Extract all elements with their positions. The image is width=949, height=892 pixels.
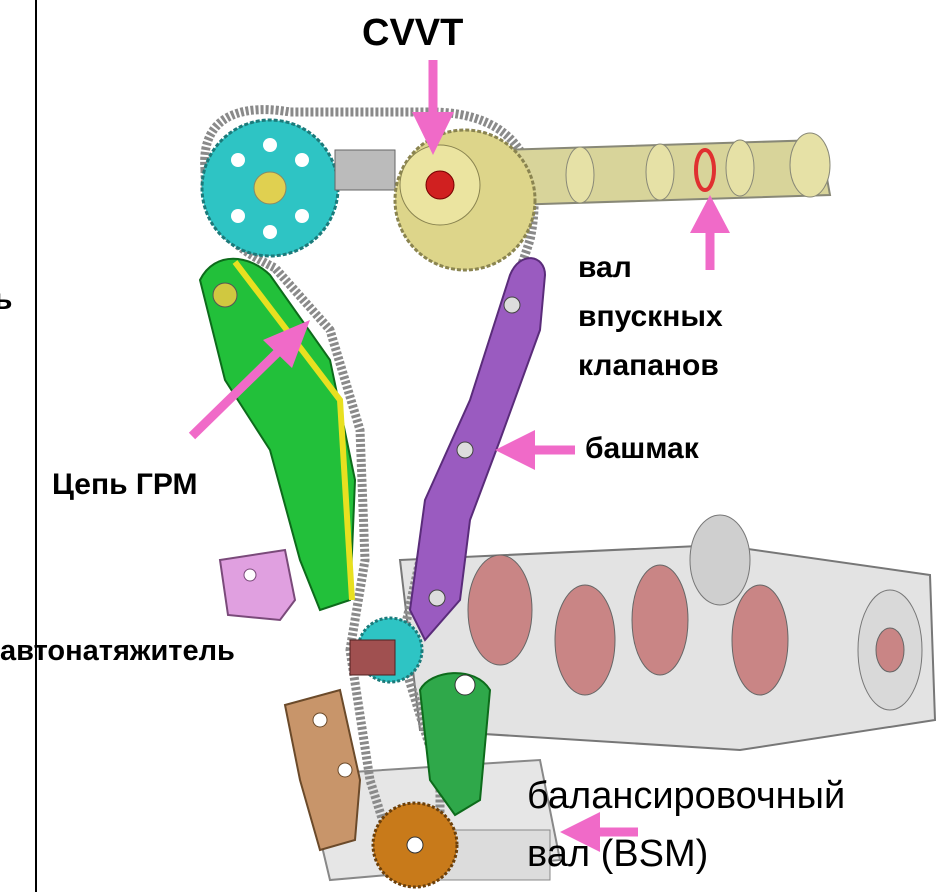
label-tensioner: автонатяжитель: [0, 637, 235, 666]
arrow-guide: [495, 430, 575, 470]
label-intake-shaft-line3: клапанов: [578, 351, 719, 381]
label-intake-shaft-line2: впускных: [578, 302, 723, 332]
crank-pin: [468, 555, 532, 665]
label-cvvt: CVVT: [362, 14, 463, 52]
crank-pin: [732, 585, 788, 695]
label-balance-shaft-line1: балансировочный: [527, 777, 845, 815]
crank-pin: [632, 565, 688, 675]
label-timing-chain: Цепь ГРМ: [52, 470, 197, 500]
label-edge-fragment: ь: [0, 285, 12, 315]
crankshaft-sprocket: [350, 618, 422, 682]
tensioner-body: [220, 550, 295, 620]
exhaust-camshaft-stub: [335, 150, 395, 190]
crank-pin: [555, 585, 615, 695]
arrow-intake-shaft: [690, 195, 730, 270]
intake-camshaft: [500, 133, 830, 205]
label-intake-shaft-line1: вал: [578, 253, 632, 283]
bsm-sprocket: [373, 803, 457, 887]
label-balance-shaft-line2: вал (BSM): [527, 835, 708, 873]
cvvt-sprocket: [395, 130, 535, 270]
label-guide: башмак: [585, 434, 699, 464]
oil-pump-bracket: [285, 690, 360, 850]
exhaust-cam-sprocket: [202, 120, 338, 256]
